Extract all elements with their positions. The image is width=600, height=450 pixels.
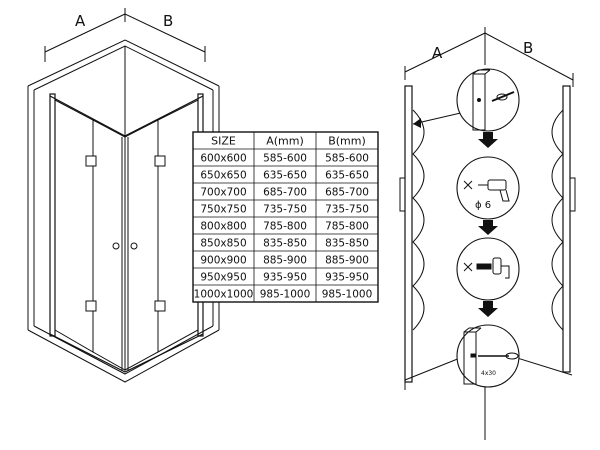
table-cell: 885-900	[263, 255, 307, 267]
table-header-cell: B(mm)	[328, 135, 366, 148]
pencil-icon	[491, 91, 515, 102]
table-cell: 1000x1000	[194, 289, 254, 301]
left-dim-a-label: A	[75, 12, 86, 30]
door-knobs	[112, 242, 138, 250]
table-cell: 585-600	[263, 153, 307, 165]
table-cell: 635-650	[325, 170, 369, 182]
table-cell: 585-600	[325, 153, 369, 165]
screw-size-label: 4x30	[481, 370, 496, 377]
table-cell: 850x850	[200, 238, 246, 250]
left-profile	[404, 85, 413, 383]
down-arrow-icon	[478, 301, 498, 317]
table-cell: 800x800	[200, 221, 246, 233]
table-header-cell: A(mm)	[266, 135, 304, 148]
left-wall-profile	[49, 93, 56, 337]
hinges	[85, 155, 166, 312]
door-top-rail	[49, 95, 204, 137]
table-cell: 785-800	[263, 221, 307, 233]
table-cell: 700x700	[200, 187, 246, 199]
table-header-cell: SIZE	[211, 135, 236, 148]
table-cell: 635-650	[263, 170, 307, 182]
room-drawing	[399, 27, 576, 440]
right-dim-b-label: B	[523, 39, 533, 57]
right-door-panel-inner	[124, 119, 159, 371]
table-cell: 935-950	[325, 272, 369, 284]
hinge-icon	[85, 155, 97, 167]
table-cell: 900x900	[200, 255, 246, 267]
step-arrows	[478, 132, 498, 317]
hinge-icon	[154, 300, 166, 312]
table-cell: 750x750	[200, 204, 246, 216]
table-cell: 650x650	[200, 170, 246, 182]
table-cell: 785-800	[325, 221, 369, 233]
table-cell: 685-700	[325, 187, 369, 199]
hinge-icon	[85, 300, 97, 312]
size-table: SIZE A(mm) B(mm) 600x600 585-600 585-600 650x6…	[192, 131, 379, 303]
top-frame-inner	[33, 45, 214, 91]
left-dimensions	[44, 8, 206, 62]
table-cell: 735-750	[263, 204, 307, 216]
hammer-icon	[492, 257, 510, 279]
table-cell: 985-1000	[322, 289, 373, 301]
table-cell: 885-900	[325, 255, 369, 267]
right-door-panel-outer	[157, 99, 199, 353]
drill-icon	[487, 179, 510, 202]
hinge-icon	[154, 155, 166, 167]
down-arrow-icon	[478, 132, 498, 148]
table-cell: 835-850	[325, 238, 369, 250]
top-frame-outer	[27, 39, 220, 87]
right-dim-a-label: A	[432, 44, 443, 62]
left-door-panel-inner	[92, 119, 126, 371]
step-3-content	[463, 257, 510, 279]
left-dim-b-label: B	[163, 12, 173, 30]
table-cell: 935-950	[263, 272, 307, 284]
table-cell: 835-850	[263, 238, 307, 250]
knob-icon	[112, 242, 120, 250]
wall-plug-icon	[476, 263, 492, 270]
base-inner	[33, 325, 214, 375]
door-bottom-rail	[49, 333, 204, 373]
right-profile	[562, 85, 571, 373]
enclosure-drawing	[27, 39, 220, 383]
step-2-content	[463, 179, 510, 202]
drill-size-label: ϕ 6	[475, 200, 491, 211]
base-outer	[27, 329, 220, 383]
step-1-circle	[456, 68, 520, 132]
knob-icon	[130, 242, 138, 250]
table-cell: 950x950	[200, 272, 246, 284]
step-4-content	[463, 327, 519, 385]
table-cell: 685-700	[263, 187, 307, 199]
left-door-panel-outer	[54, 99, 94, 353]
down-arrow-icon	[478, 220, 498, 235]
step-1-content	[472, 69, 515, 131]
table-cell: 735-750	[325, 204, 369, 216]
table-cell: 985-1000	[260, 289, 311, 301]
table-cell: 600x600	[200, 153, 246, 165]
